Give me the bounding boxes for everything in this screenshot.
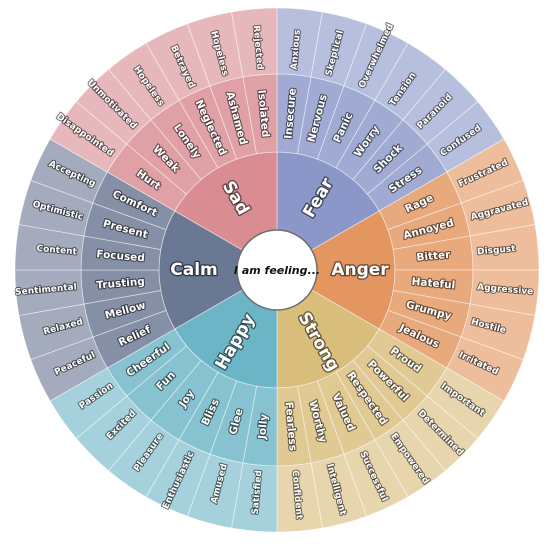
secondary-emotion-label: Isolated (255, 89, 271, 138)
tertiary-segment (231, 7, 278, 78)
core-emotion-label: Calm (170, 260, 218, 280)
tertiary-emotion-label: Disgust (477, 244, 517, 257)
tertiary-emotion-label: Rejected (251, 25, 265, 70)
wheel-segments (14, 7, 540, 533)
center-circle (236, 229, 318, 311)
tertiary-emotion-label: Anxious (290, 29, 303, 70)
tertiary-emotion-label: Satisfied (251, 470, 265, 515)
secondary-emotion-label: Hateful (411, 276, 456, 292)
secondary-emotion-label: Jolly (256, 413, 270, 440)
secondary-emotion-label: Focused (96, 248, 145, 264)
center-label: I am feeling... (234, 264, 320, 277)
core-emotion-label: Anger (331, 260, 389, 280)
secondary-emotion-label: Insecure (282, 88, 298, 140)
secondary-emotion-label: Fearless (283, 401, 299, 451)
secondary-emotion-label: Trusting (96, 276, 145, 292)
secondary-emotion-label: Bitter (416, 249, 452, 264)
tertiary-emotion-label: Content (36, 244, 78, 258)
